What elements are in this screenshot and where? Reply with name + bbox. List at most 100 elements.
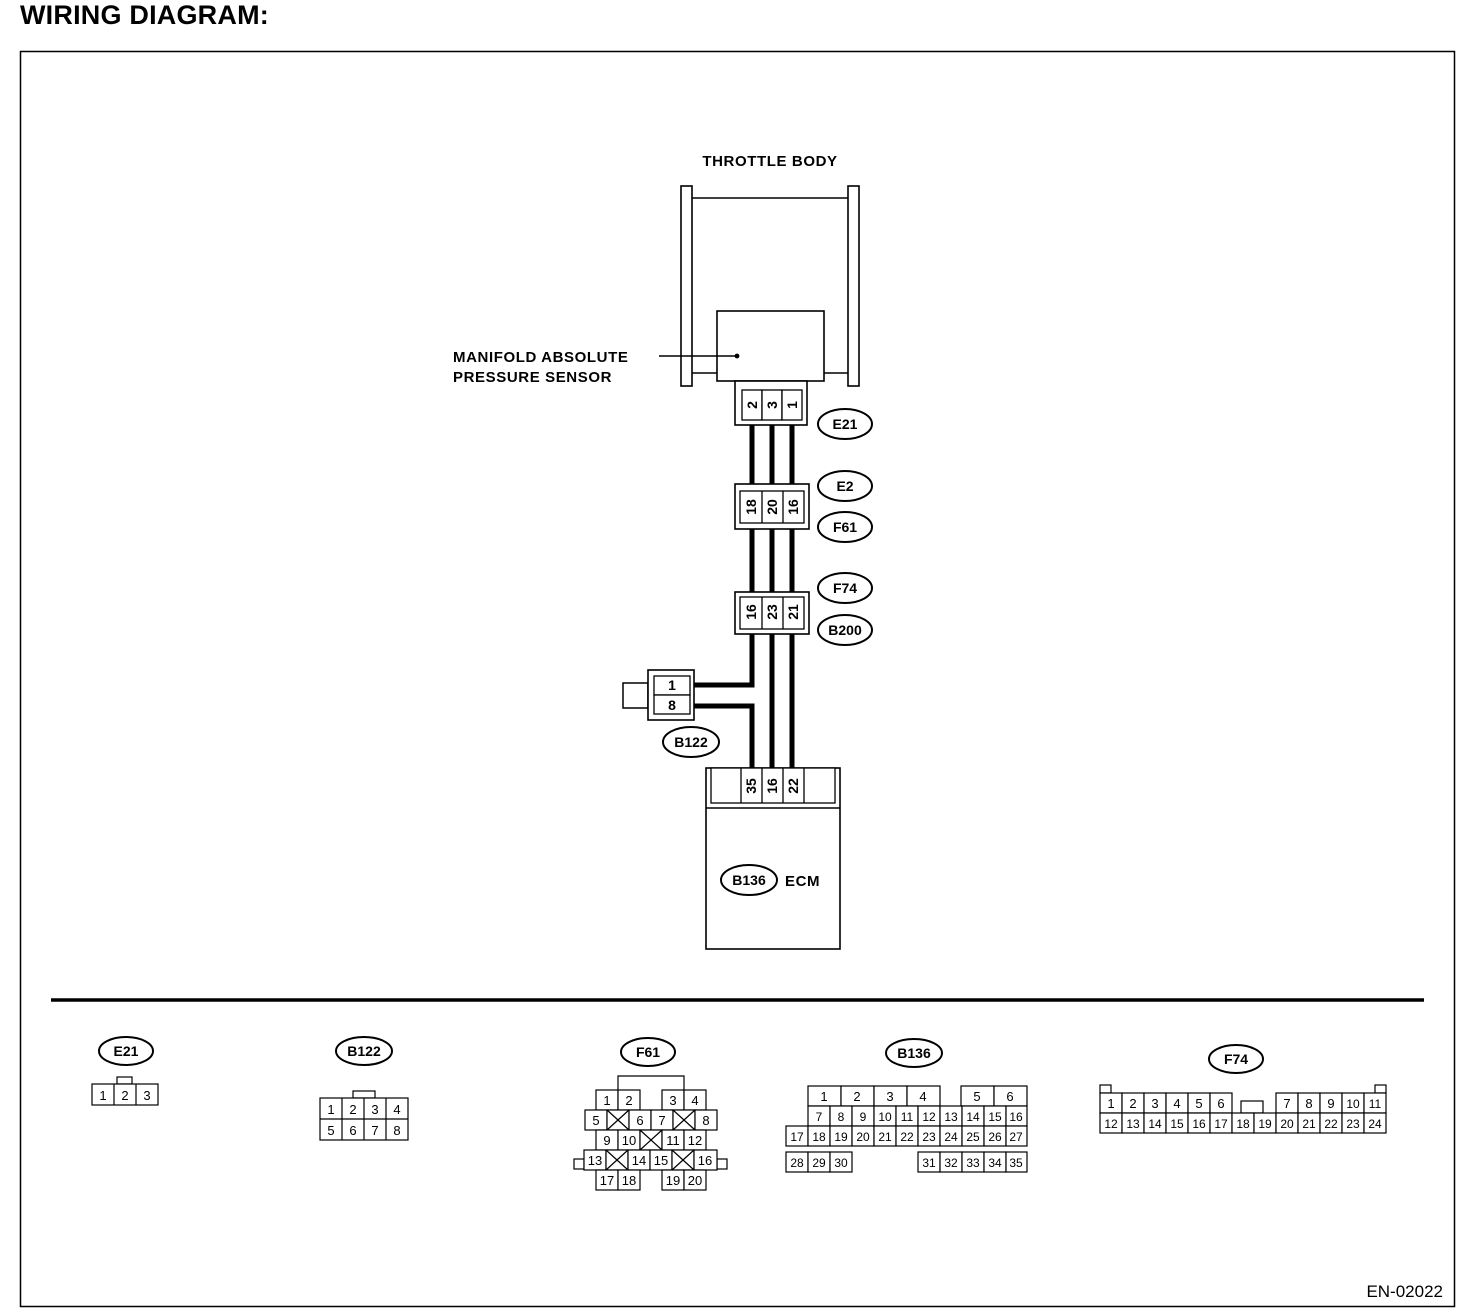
svg-text:26: 26 bbox=[988, 1130, 1002, 1144]
figure-id: EN-02022 bbox=[1366, 1282, 1443, 1301]
svg-text:6: 6 bbox=[349, 1123, 356, 1138]
svg-text:3: 3 bbox=[143, 1088, 150, 1103]
svg-text:10: 10 bbox=[622, 1133, 636, 1148]
svg-text:19: 19 bbox=[666, 1173, 680, 1188]
map-sensor-label-line1: MANIFOLD ABSOLUTE bbox=[453, 349, 628, 366]
harness-wires bbox=[694, 425, 795, 768]
svg-text:18: 18 bbox=[812, 1130, 826, 1144]
svg-text:25: 25 bbox=[966, 1130, 980, 1144]
svg-text:9: 9 bbox=[603, 1133, 610, 1148]
svg-text:3: 3 bbox=[371, 1102, 378, 1117]
pinmap-f61-tag bbox=[620, 1037, 676, 1067]
svg-text:10: 10 bbox=[1346, 1097, 1360, 1111]
svg-text:13: 13 bbox=[944, 1110, 958, 1124]
connector-f61-pin: 20 bbox=[764, 499, 780, 515]
svg-text:20: 20 bbox=[856, 1130, 870, 1144]
throttle-body-label: THROTTLE BODY bbox=[702, 153, 837, 170]
svg-text:6: 6 bbox=[1217, 1096, 1224, 1111]
svg-text:B122: B122 bbox=[674, 734, 708, 750]
connector-b136-tag bbox=[720, 864, 778, 896]
svg-text:31: 31 bbox=[922, 1156, 936, 1170]
svg-text:2: 2 bbox=[853, 1089, 860, 1104]
svg-text:8: 8 bbox=[838, 1110, 845, 1124]
svg-text:17: 17 bbox=[790, 1130, 804, 1144]
svg-text:30: 30 bbox=[834, 1156, 848, 1170]
svg-text:B136: B136 bbox=[897, 1045, 931, 1061]
svg-text:E2: E2 bbox=[836, 478, 853, 494]
pinmap-e21-tag bbox=[98, 1036, 154, 1066]
ecm-label: ECM bbox=[785, 873, 820, 890]
svg-text:23: 23 bbox=[1346, 1117, 1360, 1131]
pinmap-b136-tag bbox=[885, 1038, 943, 1068]
svg-text:11: 11 bbox=[1369, 1097, 1382, 1111]
svg-text:35: 35 bbox=[1009, 1156, 1023, 1170]
connector-e21-pin: 3 bbox=[764, 401, 780, 409]
svg-text:6: 6 bbox=[1006, 1089, 1013, 1104]
svg-text:15: 15 bbox=[988, 1110, 1002, 1124]
connector-b122-pin: 8 bbox=[668, 697, 676, 713]
svg-text:22: 22 bbox=[900, 1130, 914, 1144]
svg-text:9: 9 bbox=[860, 1110, 867, 1124]
svg-text:1: 1 bbox=[99, 1088, 106, 1103]
svg-text:7: 7 bbox=[1283, 1096, 1290, 1111]
connector-f61-tag bbox=[817, 511, 873, 543]
svg-text:7: 7 bbox=[371, 1123, 378, 1138]
diagram-frame bbox=[19, 50, 1456, 1308]
svg-text:6: 6 bbox=[636, 1113, 643, 1128]
connector-b200-pin: 23 bbox=[764, 604, 780, 620]
pinmap-b122-tag bbox=[335, 1036, 393, 1066]
connector-f74-b200-housing bbox=[734, 591, 810, 635]
svg-text:F74: F74 bbox=[833, 580, 857, 596]
connector-b136-pin: 35 bbox=[743, 778, 759, 794]
svg-text:F61: F61 bbox=[636, 1044, 660, 1060]
pinmap-f61 bbox=[573, 1075, 728, 1191]
connector-f74-tag bbox=[817, 572, 873, 604]
svg-text:2: 2 bbox=[121, 1088, 128, 1103]
connector-b136-pin: 16 bbox=[764, 778, 780, 794]
svg-text:4: 4 bbox=[691, 1093, 698, 1108]
svg-text:11: 11 bbox=[666, 1133, 680, 1148]
map-sensor-body bbox=[716, 310, 825, 382]
pinmap-b122: 1 2 3 4 5 6 7 8 bbox=[319, 1090, 409, 1141]
svg-text:17: 17 bbox=[1214, 1117, 1228, 1131]
pinmap-f74-labels: 1 2 3 4 5 6 7 8 9 10 11 12 13 14 15 16 1… bbox=[1104, 1096, 1382, 1131]
svg-text:7: 7 bbox=[658, 1113, 665, 1128]
map-sensor-dot bbox=[734, 353, 740, 359]
svg-text:18: 18 bbox=[622, 1173, 636, 1188]
svg-text:3: 3 bbox=[1151, 1096, 1158, 1111]
svg-text:12: 12 bbox=[1104, 1117, 1118, 1131]
svg-text:4: 4 bbox=[1173, 1096, 1180, 1111]
svg-text:20: 20 bbox=[1280, 1117, 1294, 1131]
svg-text:E21: E21 bbox=[833, 416, 858, 432]
svg-text:10: 10 bbox=[878, 1110, 892, 1124]
svg-text:1: 1 bbox=[327, 1102, 334, 1117]
svg-text:18: 18 bbox=[1236, 1117, 1250, 1131]
svg-text:14: 14 bbox=[632, 1153, 646, 1168]
svg-text:29: 29 bbox=[812, 1156, 826, 1170]
svg-text:24: 24 bbox=[944, 1130, 958, 1144]
svg-text:20: 20 bbox=[688, 1173, 702, 1188]
svg-text:16: 16 bbox=[1009, 1110, 1023, 1124]
svg-text:1: 1 bbox=[603, 1093, 610, 1108]
pinmap-b136-labels: 1 2 3 4 5 6 7 8 9 10 11 12 13 14 15 16 1… bbox=[790, 1089, 1023, 1170]
svg-text:E21: E21 bbox=[114, 1043, 139, 1059]
svg-text:13: 13 bbox=[588, 1153, 602, 1168]
svg-text:16: 16 bbox=[1192, 1117, 1206, 1131]
connector-e21-tag bbox=[817, 408, 873, 440]
svg-text:23: 23 bbox=[922, 1130, 936, 1144]
connector-b200-tag bbox=[817, 614, 873, 646]
svg-text:5: 5 bbox=[327, 1123, 334, 1138]
pinmap-f74-tag bbox=[1208, 1044, 1264, 1074]
svg-text:22: 22 bbox=[1324, 1117, 1338, 1131]
svg-text:9: 9 bbox=[1327, 1096, 1334, 1111]
svg-text:11: 11 bbox=[901, 1110, 914, 1124]
svg-text:33: 33 bbox=[966, 1156, 980, 1170]
pinmap-e21: 1 2 3 bbox=[91, 1076, 159, 1106]
map-sensor-label-line2: PRESSURE SENSOR bbox=[453, 369, 612, 386]
connector-f61-pin: 18 bbox=[743, 499, 759, 515]
svg-text:5: 5 bbox=[973, 1089, 980, 1104]
pinmap-b136 bbox=[785, 1085, 1028, 1173]
svg-text:4: 4 bbox=[393, 1102, 400, 1117]
svg-text:7: 7 bbox=[816, 1110, 823, 1124]
svg-text:8: 8 bbox=[1305, 1096, 1312, 1111]
